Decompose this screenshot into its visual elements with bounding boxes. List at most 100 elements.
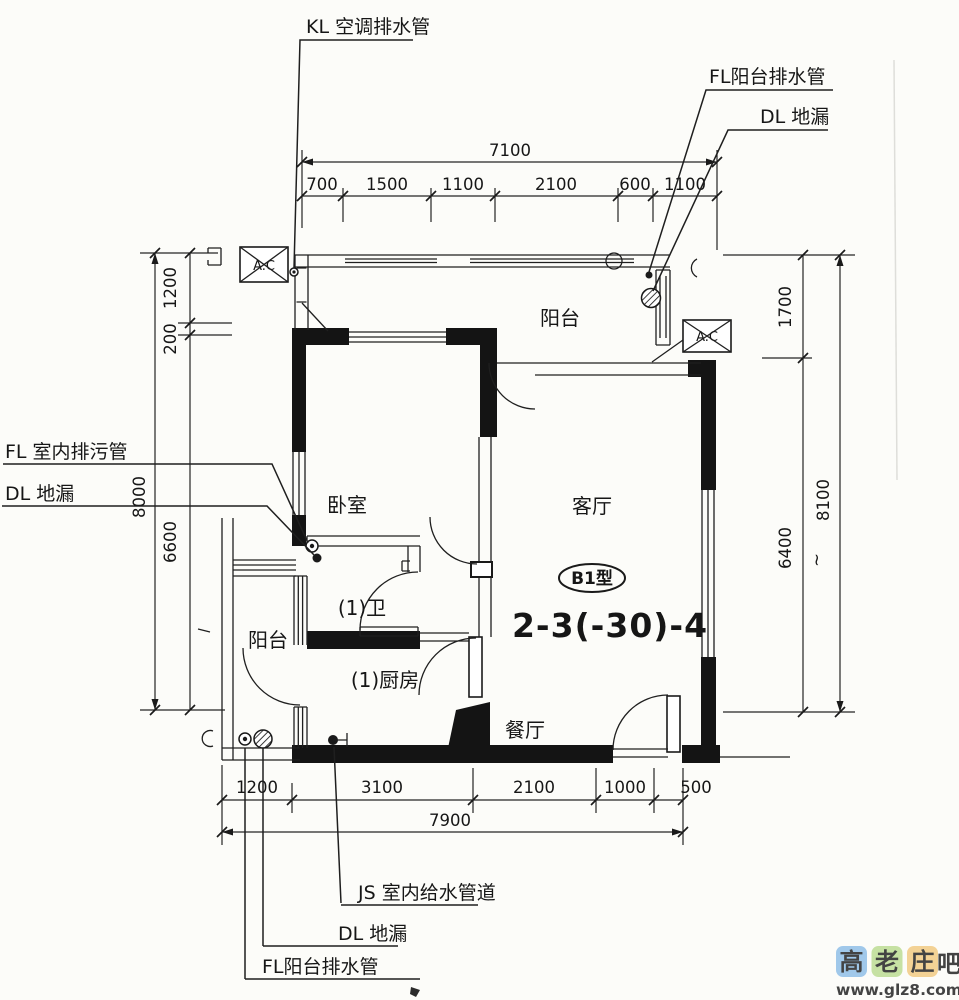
channel-section-mark xyxy=(207,247,222,266)
ink-mark xyxy=(410,987,420,997)
plumbing-symbols xyxy=(238,267,662,749)
dim-seg: 700 xyxy=(306,175,338,194)
annotation-label: DL 地漏 xyxy=(338,923,407,945)
water-supply-tick xyxy=(333,733,348,747)
extension-lines xyxy=(140,252,232,711)
dimension-chain-bottom: 1200 3100 2100 1000 500 7900 xyxy=(216,765,712,845)
bathroom-right-wall xyxy=(401,546,421,572)
extension-lines xyxy=(221,765,684,845)
corridor-lower-wall xyxy=(478,437,492,637)
dim-ticks xyxy=(296,156,723,202)
arrowhead xyxy=(151,253,159,264)
wall-bedroom-left-lower xyxy=(292,515,306,546)
floor-drain-hatched-bottom xyxy=(253,729,273,749)
leader-line xyxy=(262,748,398,947)
bedroom-door-arc xyxy=(429,516,478,565)
arrowhead xyxy=(836,255,844,266)
wall-living-right-lower xyxy=(701,657,716,754)
wall-corridor-upper xyxy=(480,345,497,437)
annotation-label: FL 室内排污管 xyxy=(5,441,128,463)
floor-drain-point-left xyxy=(312,553,322,563)
dim-seg: 600 xyxy=(619,175,651,194)
drain-point-top xyxy=(645,271,653,279)
kitchen-door-arc xyxy=(418,637,477,696)
entry-door-sill xyxy=(613,748,668,758)
annotation-dl-floor-drain-left: DL 地漏 xyxy=(2,483,315,556)
unit-number: 2-3(-30)-4 xyxy=(512,606,708,645)
living-right-window xyxy=(701,490,715,657)
annotation-fl-indoor-sewage: FL 室内排污管 xyxy=(3,441,309,544)
room-label-bathroom: (1)卫 xyxy=(338,596,386,620)
dim-seg: 1200 xyxy=(161,267,180,309)
ac-units: A.C A.C xyxy=(197,246,732,748)
dim-seg: 1000 xyxy=(604,778,646,797)
annotation-label: KL 空调排水管 xyxy=(306,16,430,38)
bathroom-door-arc xyxy=(359,571,419,631)
dim-ticks xyxy=(797,249,846,718)
wall-kitchen-top xyxy=(307,631,420,649)
leader-line xyxy=(293,39,413,269)
water-supply-point xyxy=(328,733,348,747)
ac-drain-center-dot xyxy=(292,270,296,274)
leader-line xyxy=(2,505,315,556)
walls xyxy=(292,328,720,763)
balcony-living-boundary xyxy=(497,362,701,376)
annotation-js-water-supply: JS 室内给水管道 xyxy=(333,746,496,906)
dim-seg: 3100 xyxy=(361,778,403,797)
ac-label: A.C xyxy=(253,259,275,274)
watermark-url: www.glz8.com xyxy=(836,981,959,999)
annotation-label: DL 地漏 xyxy=(5,483,74,505)
watermark-char-2: 老 xyxy=(875,948,899,976)
wall-bedroom-left-upper xyxy=(292,328,306,452)
dim-total-bottom: 7900 xyxy=(429,811,471,830)
dim-seg: 500 xyxy=(680,778,712,797)
annotation-label: DL 地漏 xyxy=(760,106,829,128)
sewage-pipe-center-dot xyxy=(309,543,315,549)
living-balcony-door-arc xyxy=(488,362,536,410)
entry-door-arc xyxy=(612,694,669,751)
annotation-label: JS 室内给水管道 xyxy=(357,882,496,904)
room-label-dining: 餐厅 xyxy=(505,718,545,742)
dim-ticks xyxy=(216,794,689,838)
dim-seg: 200 xyxy=(161,323,180,355)
kitchen-flue-column xyxy=(448,702,490,748)
watermark-tile-blue xyxy=(836,946,867,977)
ac-box-left: A.C xyxy=(239,246,289,283)
approx-tilde-mark: ~ xyxy=(807,553,826,567)
ac-label: A.C xyxy=(696,330,718,345)
wall-living-right-upper xyxy=(701,377,716,490)
room-label-kitchen: (1)厨房 xyxy=(351,668,419,692)
annotation-label: FL阳台排水管 xyxy=(709,66,826,88)
watermark: 高 老 庄 吧 www.glz8.com xyxy=(836,946,959,999)
bedroom-door-leaf xyxy=(470,561,493,578)
wall-living-top-right-corner xyxy=(688,360,716,377)
left-balcony-window-hatch xyxy=(233,559,296,577)
leader-line xyxy=(3,463,309,544)
annotation-label: FL阳台排水管 xyxy=(262,956,379,978)
balcony-top-window-hatch xyxy=(345,258,634,264)
arrowhead xyxy=(836,701,844,712)
ac-leader-line xyxy=(651,339,684,363)
wall-bedroom-top-left xyxy=(292,328,349,345)
bathroom-door-sill xyxy=(359,626,419,637)
dim-total-left: 8000 xyxy=(130,476,149,518)
dim-ticks xyxy=(149,247,196,716)
thin-walls-and-windows xyxy=(221,252,790,761)
opening-indicator-line xyxy=(301,302,329,332)
annotation-fl-balcony-drain-top: FL阳台排水管 xyxy=(648,66,833,273)
unit-type-oval xyxy=(558,563,626,593)
entry-door-leaf xyxy=(666,695,681,753)
floor-drain-hatched-top xyxy=(640,287,662,309)
arrowhead xyxy=(302,158,313,166)
room-label-living: 客厅 xyxy=(572,494,612,518)
balcony-kitchen-window-lower xyxy=(293,706,308,748)
left-balcony-left-wall xyxy=(221,518,234,760)
annotations: KL 空调排水管 FL阳台排水管 DL 地漏 FL 室内排污管 DL 地漏 JS… xyxy=(2,16,833,997)
dimension-chain-right: 1700 6400 8100 ~ xyxy=(723,249,855,718)
dim-seg: 2100 xyxy=(535,175,577,194)
paren-mark-top-right xyxy=(690,258,698,278)
annotation-dl-floor-drain-bottom: DL 地漏 xyxy=(262,748,407,947)
dim-seg: 6400 xyxy=(776,527,795,569)
